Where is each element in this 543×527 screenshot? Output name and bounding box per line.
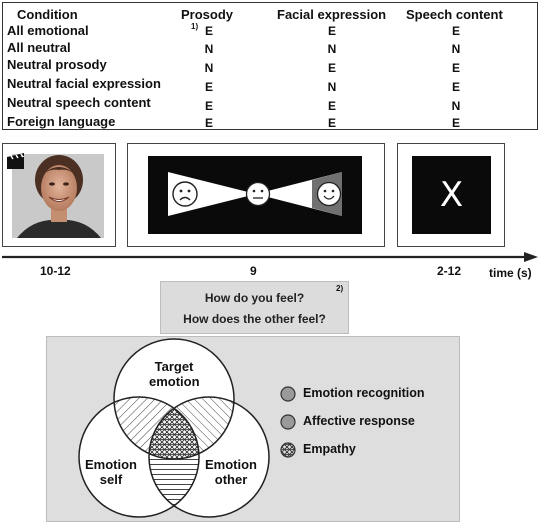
emotion-other-line1: Emotion (205, 457, 257, 472)
cell-facial: E (327, 99, 336, 113)
cell-speech: N (451, 99, 461, 113)
response-panel: X (397, 143, 505, 247)
cell-prosody: E (204, 80, 213, 94)
cell-facial: E (327, 61, 336, 75)
face-photo (12, 154, 104, 238)
emotion-self-line2: self (99, 472, 123, 487)
duration-label: 2-12 (437, 264, 462, 278)
legend-empathy: Empathy (303, 442, 356, 456)
legend-emotion-recognition: Emotion recognition (303, 386, 425, 400)
cell-facial: N (327, 80, 337, 94)
row-label: Neutral prosody (7, 57, 107, 72)
time-axis (2, 252, 538, 262)
row-label: Neutral facial expression (7, 76, 161, 91)
cell-speech: E (451, 24, 460, 38)
condition-table: Condition Prosody Facial expression Spee… (2, 2, 538, 130)
cell-facial: E (327, 116, 336, 130)
footnote-2-marker: 2) (336, 284, 344, 293)
cell-facial: N (327, 42, 337, 56)
header-prosody: Prosody (181, 7, 234, 22)
header-condition: Condition (17, 7, 78, 22)
target-emotion-label: Target emotion (149, 359, 200, 389)
question-self: How do you feel? (204, 291, 305, 305)
header-facial-expression: Facial expression (277, 7, 387, 22)
duration-label: 10-12 (40, 264, 71, 278)
cell-prosody: E (204, 116, 213, 130)
clapperboard-icon (7, 153, 24, 169)
target-emotion-line2: emotion (149, 374, 200, 389)
emotion-self-line1: Emotion (85, 457, 137, 472)
emotion-self-label: Emotion self (85, 457, 137, 487)
question-box: How do you feel? How does the other feel… (160, 281, 349, 334)
footnote-1-marker: 1) (191, 22, 199, 31)
row-label: All neutral (7, 40, 71, 55)
header-speech-content: Speech content (406, 7, 503, 22)
response-x-mark: X (439, 175, 464, 215)
sad-face-icon (172, 181, 198, 207)
cell-speech: N (451, 42, 461, 56)
time-axis-label: time (s) (489, 266, 532, 280)
row-label: All emotional (7, 23, 89, 38)
row-label: Foreign language (7, 114, 116, 129)
duration-label: 9 (250, 264, 257, 278)
venn-panel: Target emotion Emotion self Emotion othe… (46, 336, 460, 522)
cell-speech: E (451, 116, 460, 130)
target-emotion-line1: Target (154, 359, 194, 374)
legend-affective-response: Affective response (303, 414, 415, 428)
cell-prosody: E (204, 24, 213, 38)
stimulus-panel (2, 143, 116, 247)
row-label: Neutral speech content (7, 95, 151, 110)
happy-face-icon (316, 181, 342, 207)
venn-diagram (78, 338, 296, 518)
cell-facial: E (327, 24, 336, 38)
question-other: How does the other feel? (183, 312, 326, 326)
cell-prosody: N (204, 61, 214, 75)
cell-speech: E (451, 61, 460, 75)
cell-prosody: E (204, 99, 213, 113)
emotion-other-line2: other (214, 472, 248, 487)
emotion-other-label: Emotion other (205, 457, 257, 487)
neutral-face-icon (245, 181, 271, 207)
rating-panel (127, 143, 385, 247)
cell-speech: E (451, 80, 460, 94)
cell-prosody: N (204, 42, 214, 56)
response-screen (412, 156, 491, 234)
